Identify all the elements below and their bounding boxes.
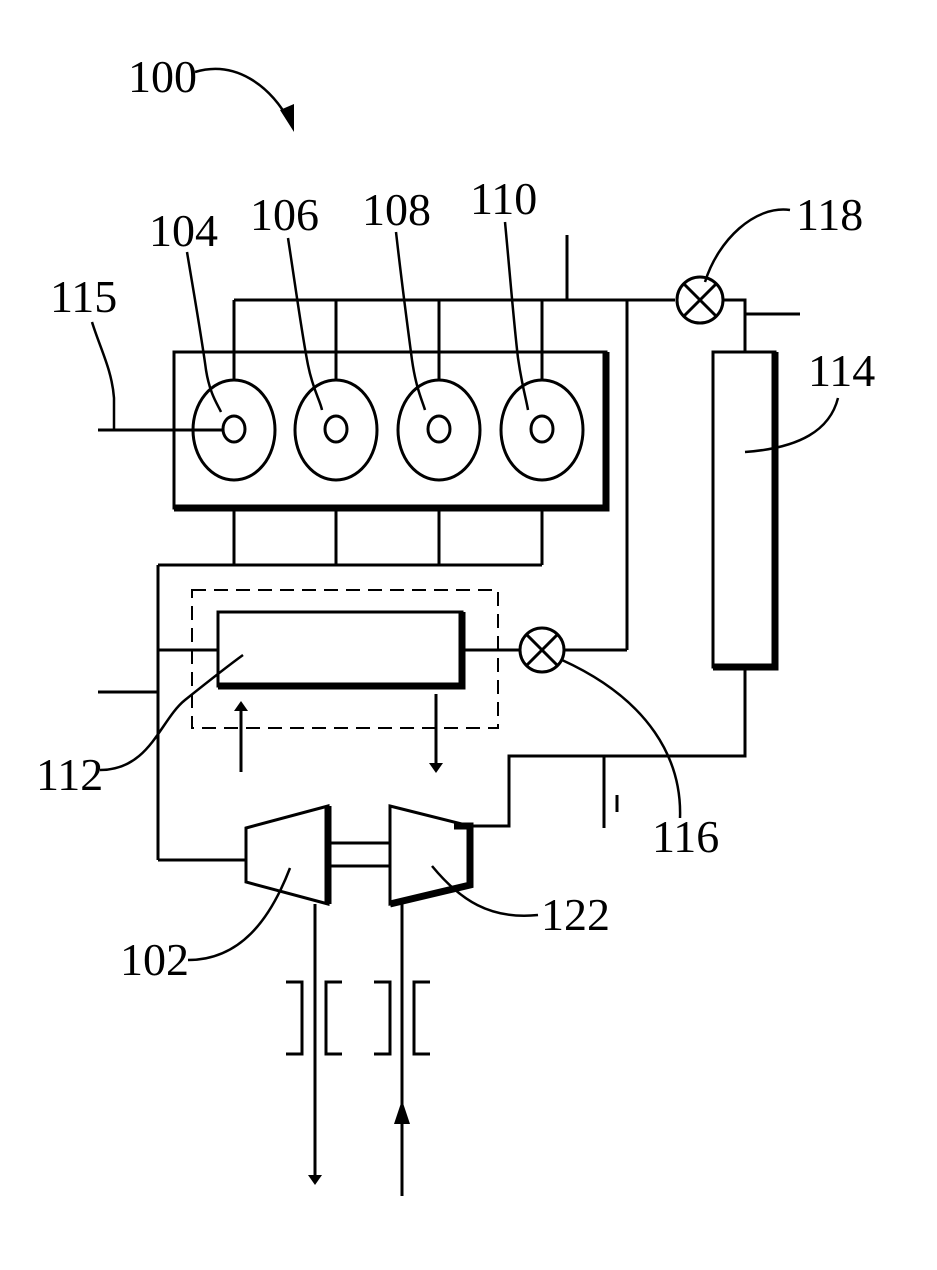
label-112: 112: [36, 749, 103, 800]
leader-104: [187, 252, 221, 412]
label-100: 100: [128, 51, 197, 102]
bracket-2: [326, 982, 342, 1054]
tank-114-shadow: [713, 352, 775, 667]
pipe-valve-to-tank: [723, 300, 745, 352]
cooler-112-outline: [218, 612, 462, 686]
label-114: 114: [808, 345, 875, 396]
turbine-122: [390, 806, 470, 904]
cooler-112-shadow: [218, 612, 462, 686]
bracket-4: [414, 982, 430, 1054]
label-122: 122: [541, 889, 610, 940]
turbine-inlet-arrowhead: [394, 1100, 410, 1124]
label-102: 102: [120, 934, 189, 985]
cylinder-110: [501, 380, 583, 480]
tank-114: [713, 352, 775, 667]
cylinder-106-port: [325, 416, 347, 442]
cylinder-106: [295, 380, 377, 480]
label-104: 104: [149, 205, 218, 256]
label-106: 106: [250, 189, 319, 240]
valve-118: [677, 277, 723, 323]
bracket-1: [286, 982, 302, 1054]
cylinder-108: [398, 380, 480, 480]
label-110: 110: [470, 173, 537, 224]
cooler-112: [218, 612, 462, 686]
leader-110: [505, 222, 528, 410]
leader-108: [396, 232, 425, 410]
label-108: 108: [362, 184, 431, 235]
leader-102: [188, 868, 290, 960]
compressor-102-body: [246, 806, 328, 904]
valve-116: [520, 628, 564, 672]
cylinder-108-port: [428, 416, 450, 442]
bracket-3: [374, 982, 390, 1054]
leader-100: [195, 69, 290, 122]
cylinder-104-port: [223, 416, 245, 442]
leader-116: [562, 660, 680, 818]
leader-112: [100, 655, 243, 770]
duct-brackets: [286, 982, 430, 1054]
compressor-102: [246, 806, 328, 904]
label-115: 115: [50, 271, 117, 322]
pipe-tank-to-turbine: [470, 667, 745, 826]
leader-118: [705, 210, 790, 282]
leader-115: [92, 322, 114, 430]
label-118: 118: [796, 189, 863, 240]
label-116: 116: [652, 811, 719, 862]
leader-114: [745, 398, 838, 452]
tank-114-outline: [713, 352, 775, 667]
cylinder-110-port: [531, 416, 553, 442]
